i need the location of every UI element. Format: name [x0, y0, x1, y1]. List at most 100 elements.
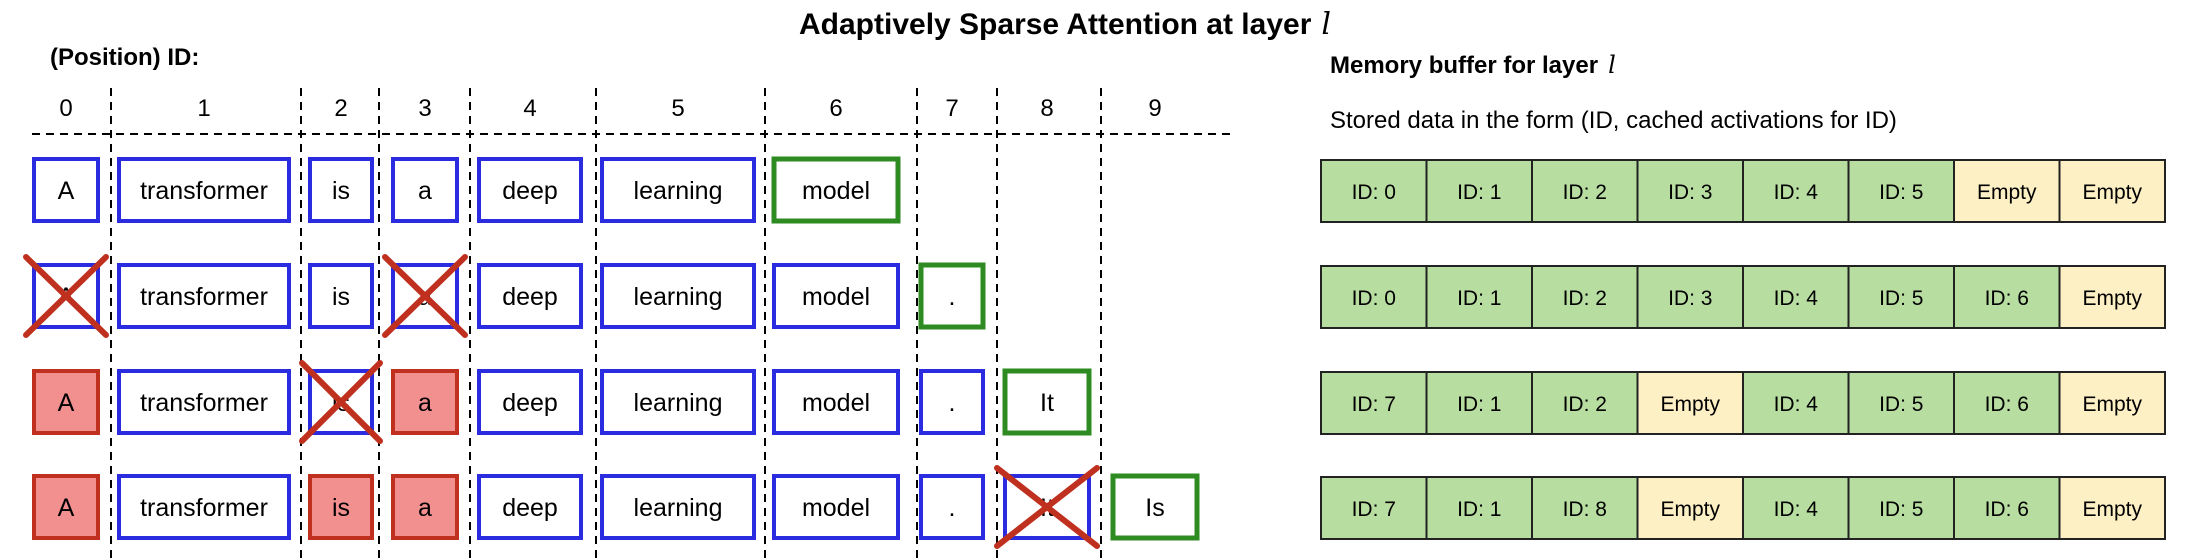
- memory-slot-box: [2058, 265, 2166, 329]
- column-dividers: [32, 88, 1232, 558]
- drop-cross-line: [23, 254, 109, 338]
- token-box: [600, 157, 756, 223]
- memory-slot-box: [1847, 265, 1955, 329]
- token-new: model: [771, 156, 901, 224]
- memory-slot: ID: 6: [1953, 476, 2061, 540]
- token-active: model: [772, 369, 900, 435]
- memory-slot-box: [1320, 159, 1428, 223]
- memory-slot-box: [1742, 265, 1850, 329]
- memory-slot-label: ID: 6: [1985, 393, 2029, 416]
- token-label: .: [949, 389, 956, 417]
- memory-slot: ID: 5: [1847, 476, 1955, 540]
- token-label: transformer: [140, 494, 268, 522]
- token-box: [391, 369, 459, 435]
- memory-slot: ID: 4: [1742, 265, 1850, 329]
- token-box: [32, 369, 100, 435]
- memory-slot: ID: 4: [1742, 476, 1850, 540]
- memory-slot-label: ID: 1: [1457, 287, 1501, 310]
- diagram-title-variable: l: [1321, 7, 1331, 42]
- memory-slot-label: ID: 8: [1563, 498, 1607, 521]
- token-active: transformer: [117, 474, 291, 540]
- memory-slot: ID: 1: [1425, 476, 1533, 540]
- memory-slot-label: ID: 5: [1879, 287, 1923, 310]
- memory-slot-label: ID: 5: [1879, 393, 1923, 416]
- token-label: learning: [634, 494, 723, 522]
- token-box: [117, 263, 291, 329]
- memory-slot-box: [1847, 476, 1955, 540]
- token-box: [772, 474, 900, 540]
- token-label: transformer: [140, 389, 268, 417]
- column-label-0: 0: [59, 95, 72, 122]
- column-label-8: 8: [1040, 95, 1053, 122]
- memory-slot-empty: Empty: [2058, 265, 2166, 329]
- memory-slot-box: [2058, 476, 2166, 540]
- token-active: deep: [477, 474, 583, 540]
- memory-slot: ID: 6: [1953, 371, 2061, 435]
- memory-slot-box: [1953, 265, 2061, 329]
- token-removed: A: [32, 369, 100, 435]
- token-label: .: [949, 494, 956, 522]
- memory-slot-label: ID: 1: [1457, 498, 1501, 521]
- memory-slot-label: ID: 1: [1457, 181, 1501, 204]
- memory-slot-label: Empty: [1660, 498, 1720, 521]
- memory-slot-empty: Empty: [2058, 159, 2166, 223]
- memory-slot: ID: 3: [1636, 159, 1744, 223]
- token-box: [117, 157, 291, 223]
- token-label: A: [58, 389, 75, 417]
- token-box: [391, 157, 459, 223]
- token-box: [308, 157, 374, 223]
- memory-slot: ID: 2: [1531, 159, 1639, 223]
- memory-slot-box: [1636, 476, 1744, 540]
- token-active: learning: [600, 157, 756, 223]
- memory-slot-box: [1953, 371, 2061, 435]
- memory-slot-box: [1847, 371, 1955, 435]
- memory-slot-label: ID: 7: [1352, 393, 1396, 416]
- memory-slot: ID: 0: [1320, 265, 1428, 329]
- memory-slot-label: ID: 6: [1985, 287, 2029, 310]
- token-label: is: [332, 283, 350, 311]
- token-label: model: [802, 494, 870, 522]
- column-label-5: 5: [671, 95, 684, 122]
- token-label: Is: [1145, 494, 1164, 522]
- token-active: model: [772, 474, 900, 540]
- memory-slot-box: [1320, 265, 1428, 329]
- token-box: [477, 157, 583, 223]
- token-label: a: [418, 177, 432, 205]
- memory-slot-box: [1742, 159, 1850, 223]
- token-box: [32, 474, 100, 540]
- column-label-6: 6: [829, 95, 842, 122]
- token-box: [600, 474, 756, 540]
- memory-slot-box: [1531, 159, 1639, 223]
- token-label: deep: [502, 389, 558, 417]
- token-box: [918, 262, 986, 330]
- token-label: transformer: [140, 177, 268, 205]
- memory-slot: ID: 5: [1847, 371, 1955, 435]
- memory-slot-empty: Empty: [1636, 371, 1744, 435]
- memory-slot: ID: 7: [1320, 371, 1428, 435]
- token-dropped: A: [23, 254, 109, 338]
- token-active: learning: [600, 474, 756, 540]
- memory-slot: ID: 6: [1953, 265, 2061, 329]
- memory-slot-box: [2058, 371, 2166, 435]
- token-label: transformer: [140, 283, 268, 311]
- memory-slot-label: ID: 0: [1352, 287, 1396, 310]
- memory-slot: ID: 4: [1742, 159, 1850, 223]
- memory-slot-label: ID: 2: [1563, 287, 1607, 310]
- memory-slot-box: [1953, 159, 2061, 223]
- token-label: learning: [634, 283, 723, 311]
- token-box: [600, 369, 756, 435]
- memory-slot-box: [1742, 371, 1850, 435]
- token-active: A: [32, 157, 100, 223]
- token-active: learning: [600, 369, 756, 435]
- memory-slot-box: [1531, 265, 1639, 329]
- memory-slot-empty: Empty: [2058, 371, 2166, 435]
- token-label: deep: [502, 283, 558, 311]
